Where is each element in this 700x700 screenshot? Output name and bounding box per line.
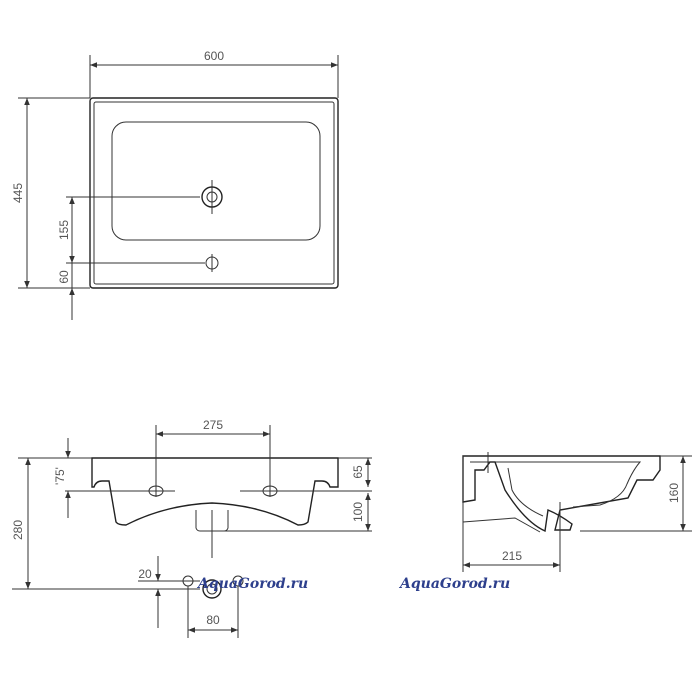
dim-height-total: 280 [11,520,25,540]
dim-rim-65: 65 [351,465,365,479]
dim-height-160: 160 [667,483,681,503]
dim-depth: 445 [11,183,25,203]
watermark: AquaGorod.ru [398,576,510,592]
dim-overflow-offset: 60 [57,270,71,284]
dim-width: 600 [204,49,224,63]
front-view: 275 '75' 280 65 100 20 80 AquaGorod.ru [11,418,372,638]
dim-drain-80: 80 [206,613,220,627]
top-view: 600 445 155 60 [11,49,339,320]
dim-tap-spacing: 275 [203,418,223,432]
side-view: 215 160 AquaGorod.ru [398,452,692,592]
dim-depth-215: 215 [502,549,522,563]
dim-75: '75' [53,467,67,485]
watermark: AquaGorod.ru [196,576,308,592]
dim-drain-20: 20 [138,567,152,581]
dim-tap-offset: 155 [57,220,71,240]
dim-bowl-100: 100 [351,502,365,522]
